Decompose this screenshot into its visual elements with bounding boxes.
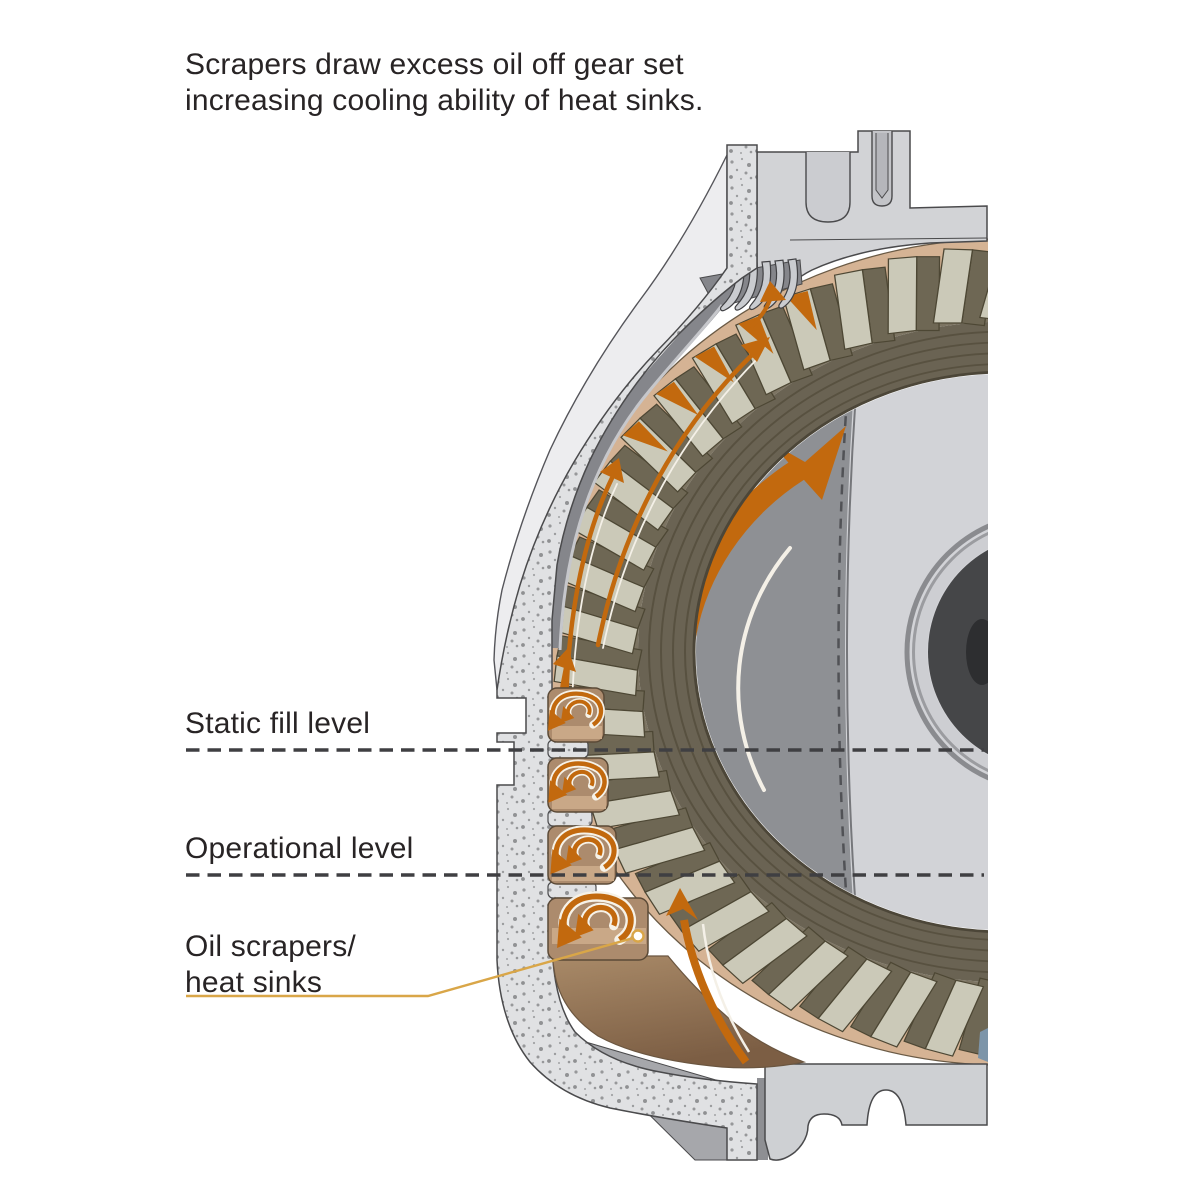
leader-line xyxy=(186,929,645,998)
housing-cap xyxy=(756,130,988,284)
splash-arrow xyxy=(666,888,751,1065)
axle-hub xyxy=(904,523,988,781)
label-static-fill-level: Static fill level xyxy=(185,707,370,740)
bearing-cap-block xyxy=(764,1063,988,1161)
label-oil-scrapers: Oil scrapers/ xyxy=(185,930,356,963)
differential-cross-section xyxy=(493,130,988,1161)
page-title: Scrapers draw excess oil off gear set xyxy=(185,48,684,81)
label-oil-scrapers-line2: heat sinks xyxy=(185,966,322,999)
leader-endpoint xyxy=(631,929,645,943)
page-title-line2: increasing cooling ability of heat sinks… xyxy=(185,84,703,117)
cap-recess xyxy=(805,152,851,223)
bolt-icon xyxy=(875,133,889,199)
housing-rib xyxy=(757,1078,768,1160)
level-lines xyxy=(186,748,984,877)
label-operational-level: Operational level xyxy=(185,832,414,865)
oil-channel xyxy=(546,258,804,651)
pinion-sliver xyxy=(978,1028,988,1062)
housing-wall xyxy=(496,144,758,1161)
